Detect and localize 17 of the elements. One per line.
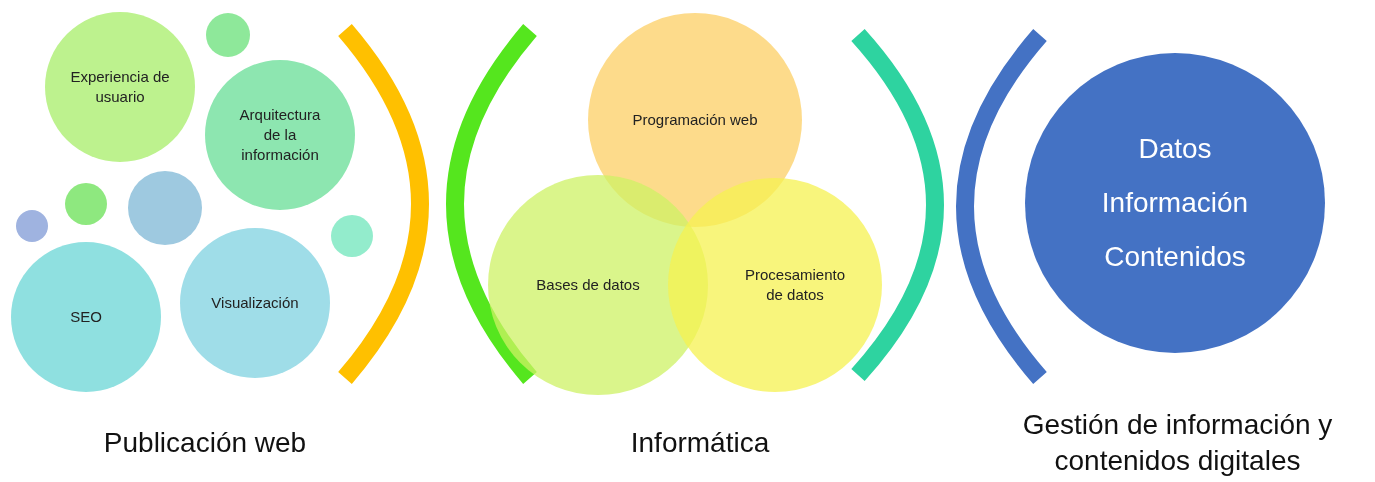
circle-shape [16,210,48,242]
section-title: Gestión de información y contenidos digitales [1021,408,1334,478]
node-text: Contenidos [1104,240,1246,274]
circle-shape [65,183,107,225]
node-text: Visualización [211,293,299,313]
node-text: Procesamiento de datos [743,265,847,305]
node-text: Información [1101,186,1249,220]
node-text: Arquitectura de la información [238,105,322,165]
circle-shape [206,13,250,57]
node-text: Datos [1138,132,1212,166]
node-text: Programación web [632,110,758,130]
node-text: SEO [70,307,102,327]
circle-shape [331,215,373,257]
node-text: Bases de datos [536,275,640,295]
section-title: Informática [629,426,771,460]
node-text: Experiencia de usuario [70,67,170,107]
section-title: Publicación web [102,426,308,460]
